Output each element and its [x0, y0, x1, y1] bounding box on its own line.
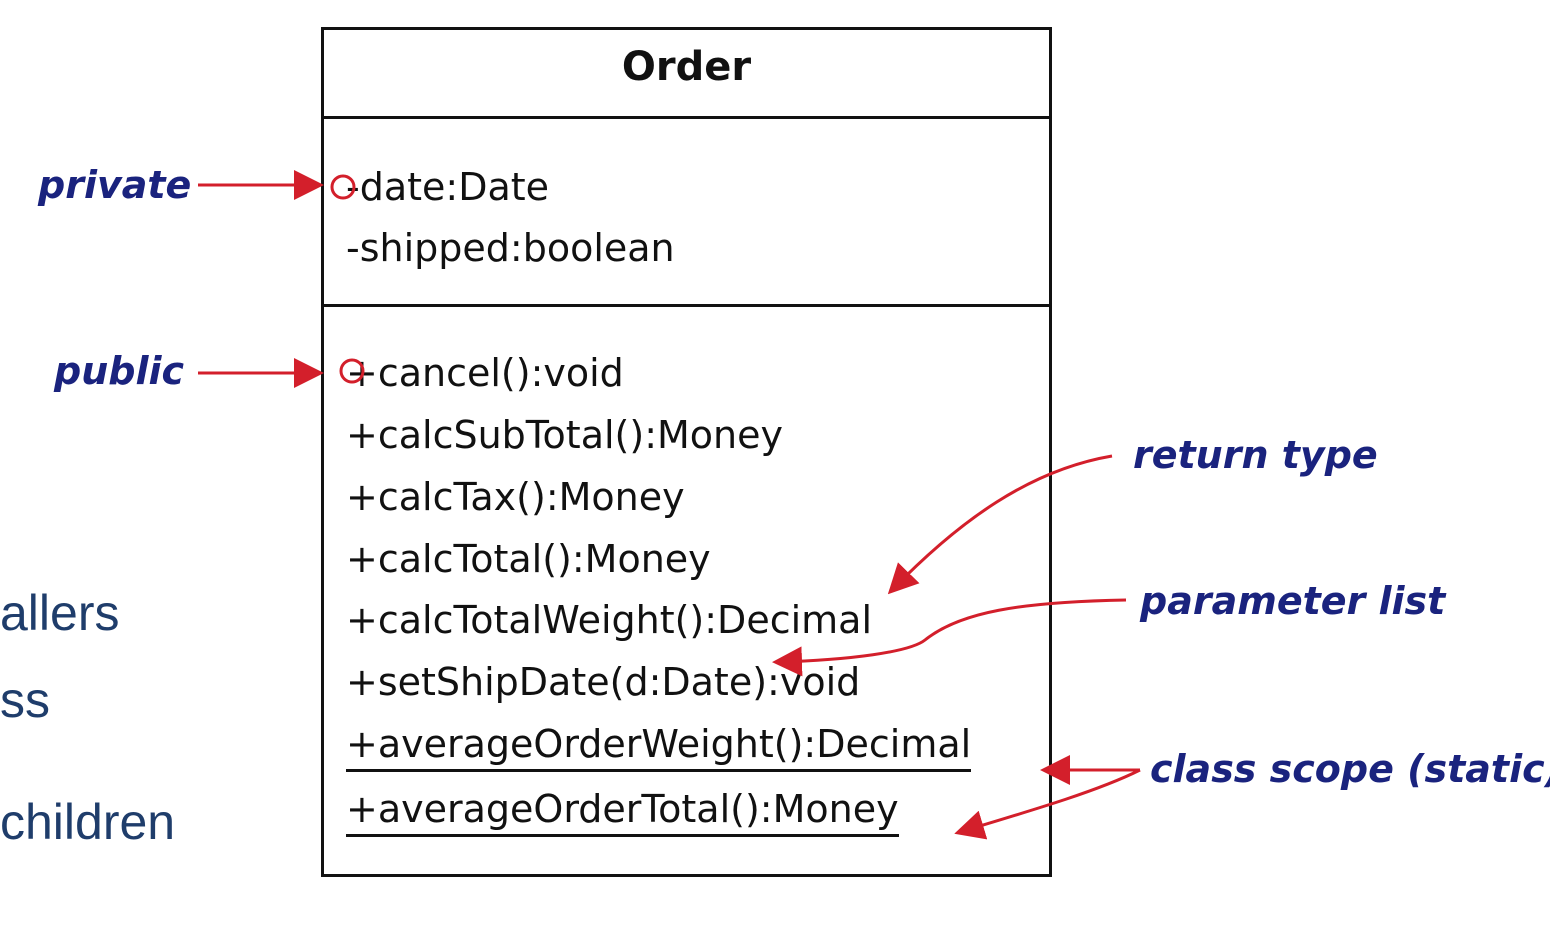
operation-calc-tax: +calcTax():Money — [346, 475, 685, 519]
uml-class-box: Order -date:Date -shipped:boolean +cance… — [321, 27, 1052, 877]
slide-text-line-3: children — [0, 794, 176, 850]
label-parameter-list: parameter list — [1140, 579, 1446, 623]
operation-calc-total-weight: +calcTotalWeight():Decimal — [346, 598, 873, 642]
label-return-type: return type — [1133, 433, 1378, 477]
label-public: public — [54, 349, 185, 393]
operation-average-order-weight: +averageOrderWeight():Decimal — [346, 725, 972, 772]
operation-set-ship-date: +setShipDate(d:Date):void — [346, 660, 861, 704]
attributes-compartment: -date:Date -shipped:boolean — [324, 119, 1049, 307]
operation-cancel: +cancel():void — [346, 351, 624, 395]
slide-text-line-2: ss — [0, 672, 50, 728]
attribute-shipped: -shipped:boolean — [346, 226, 675, 270]
operation-calc-subtotal: +calcSubTotal():Money — [346, 413, 783, 457]
label-class-scope: class scope (static) — [1150, 747, 1550, 791]
operation-calc-total: +calcTotal():Money — [346, 537, 711, 581]
operation-average-order-total: +averageOrderTotal():Money — [346, 790, 899, 837]
class-name-compartment: Order — [324, 30, 1049, 119]
class-name: Order — [621, 44, 752, 90]
operations-compartment: +cancel():void +calcSubTotal():Money +ca… — [324, 307, 1049, 874]
label-private: private — [38, 163, 192, 207]
attribute-date: -date:Date — [346, 165, 550, 209]
slide-text-line-1: allers — [0, 585, 120, 641]
